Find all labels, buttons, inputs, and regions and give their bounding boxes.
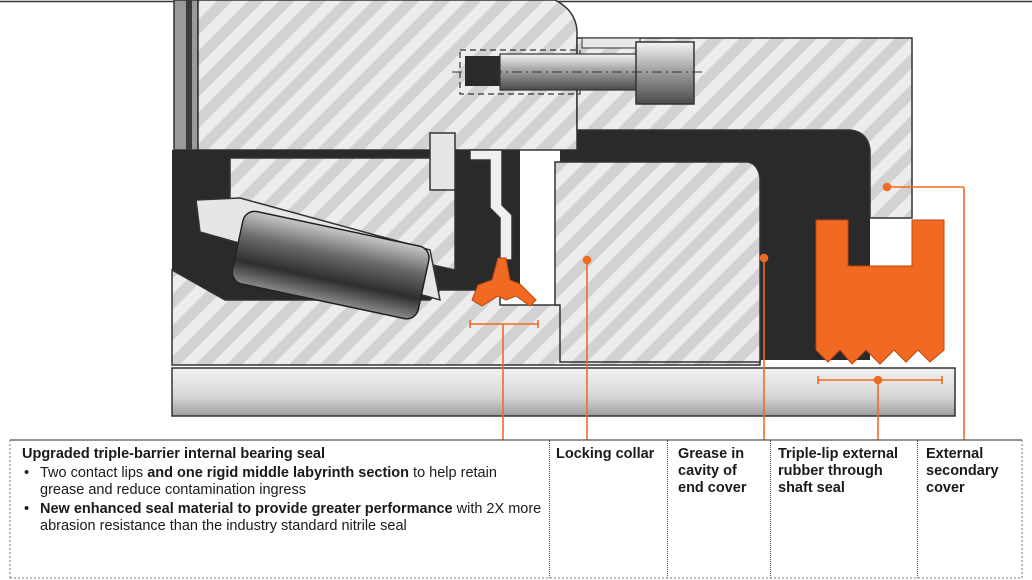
external-seal-line-3: shaft seal: [778, 480, 845, 496]
secondary-cover-line-2: secondary: [926, 463, 999, 479]
callout-external-seal: Triple-lip external rubber through shaft…: [778, 446, 914, 497]
external-seal-line-2: rubber through: [778, 463, 883, 479]
callout-locking-collar: Locking collar: [556, 446, 655, 462]
internal-bearing-seal: [471, 257, 537, 307]
grease-line-2: cavity of: [678, 463, 737, 479]
tapered-roller: [231, 210, 430, 320]
external-seal-line-1: Triple-lip external: [778, 446, 899, 462]
internal-seal-bullet-1: Two contact lips and one rigid middle la…: [22, 465, 542, 499]
secondary-cover-line-1: External: [926, 446, 984, 462]
bullet-1-lead: Two contact lips: [40, 465, 148, 481]
bolt-head: [635, 41, 695, 105]
column-divider-1: [549, 440, 550, 578]
end-cover-step: [581, 37, 641, 49]
secondary-cover-line-3: cover: [926, 480, 965, 496]
leader-lines: [469, 182, 965, 440]
bullet-2-tail: with 2X more abrasion resistance than th…: [40, 501, 542, 534]
callout-grease: Grease in cavity of end cover: [678, 446, 766, 497]
housing-left-strip-dark: [186, 0, 192, 150]
column-divider-2: [667, 440, 668, 578]
internal-seal-title: Upgraded triple-barrier internal bearing…: [22, 446, 325, 462]
internal-seal-bullet-2: New enhanced seal material to provide gr…: [22, 501, 542, 535]
grease-line-3: end cover: [678, 480, 747, 496]
bolt-thread-end: [465, 56, 501, 86]
column-divider-4: [917, 440, 918, 578]
bullet-1-tail: to help retain grease and reduce contami…: [40, 465, 497, 498]
grease-line-1: Grease in: [678, 446, 745, 462]
internal-seal-bullets: Two contact lips and one rigid middle la…: [22, 465, 542, 535]
locking-collar: [554, 161, 761, 363]
column-divider-3: [770, 440, 771, 578]
seal-retainer: [429, 132, 456, 191]
bullet-2-bold: New enhanced seal material to provide gr…: [40, 501, 453, 517]
callout-secondary-cover: External secondary cover: [926, 446, 1018, 497]
callout-internal-seal: Upgraded triple-barrier internal bearing…: [22, 446, 542, 535]
external-shaft-seal: [815, 219, 945, 365]
bullet-1-bold: and one rigid middle labyrinth section: [147, 465, 410, 481]
shaft: [171, 367, 956, 417]
